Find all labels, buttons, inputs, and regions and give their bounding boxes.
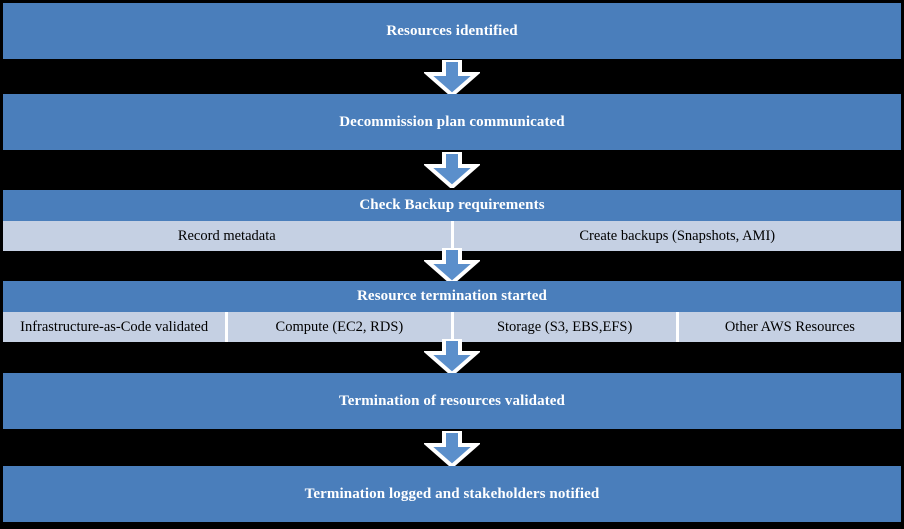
down-arrow-icon-2 [424,152,480,188]
sub-box-create-backups[interactable]: Create backups (Snapshots, AMI) [453,221,901,251]
stage-check-backup-requirements[interactable]: Check Backup requirements Record metadat… [3,190,901,251]
sub-box-storage[interactable]: Storage (S3, EBS,EFS) [453,312,676,342]
down-arrow-icon-3 [424,248,480,284]
sub-box-row-resource-termination-started: Infrastructure-as-Code validated Compute… [3,312,901,342]
stage-decommission-plan-communicated[interactable]: Decommission plan communicated [3,94,901,150]
sub-box-record-metadata[interactable]: Record metadata [3,221,451,251]
stage-resources-identified[interactable]: Resources identified [3,3,901,59]
down-arrow-icon-1 [424,60,480,96]
stage-header-termination-of-resources-validated[interactable]: Termination of resources validated [3,373,901,429]
sub-box-other-aws-resources[interactable]: Other AWS Resources [678,312,901,342]
stage-header-termination-logged-stakeholders-notified[interactable]: Termination logged and stakeholders noti… [3,466,901,522]
stage-header-check-backup-requirements[interactable]: Check Backup requirements [3,190,901,221]
stage-header-resource-termination-started[interactable]: Resource termination started [3,281,901,312]
stage-header-decommission-plan-communicated[interactable]: Decommission plan communicated [3,94,901,150]
sub-box-compute[interactable]: Compute (EC2, RDS) [228,312,451,342]
stage-resource-termination-started[interactable]: Resource termination started Infrastruct… [3,281,901,342]
stage-header-resources-identified[interactable]: Resources identified [3,3,901,59]
down-arrow-icon-4 [424,339,480,375]
sub-box-iac-validated[interactable]: Infrastructure-as-Code validated [3,312,226,342]
down-arrow-icon-5 [424,431,480,467]
sub-box-row-check-backup-requirements: Record metadata Create backups (Snapshot… [3,221,901,251]
stage-termination-logged-stakeholders-notified[interactable]: Termination logged and stakeholders noti… [3,466,901,522]
stage-termination-of-resources-validated[interactable]: Termination of resources validated [3,373,901,429]
